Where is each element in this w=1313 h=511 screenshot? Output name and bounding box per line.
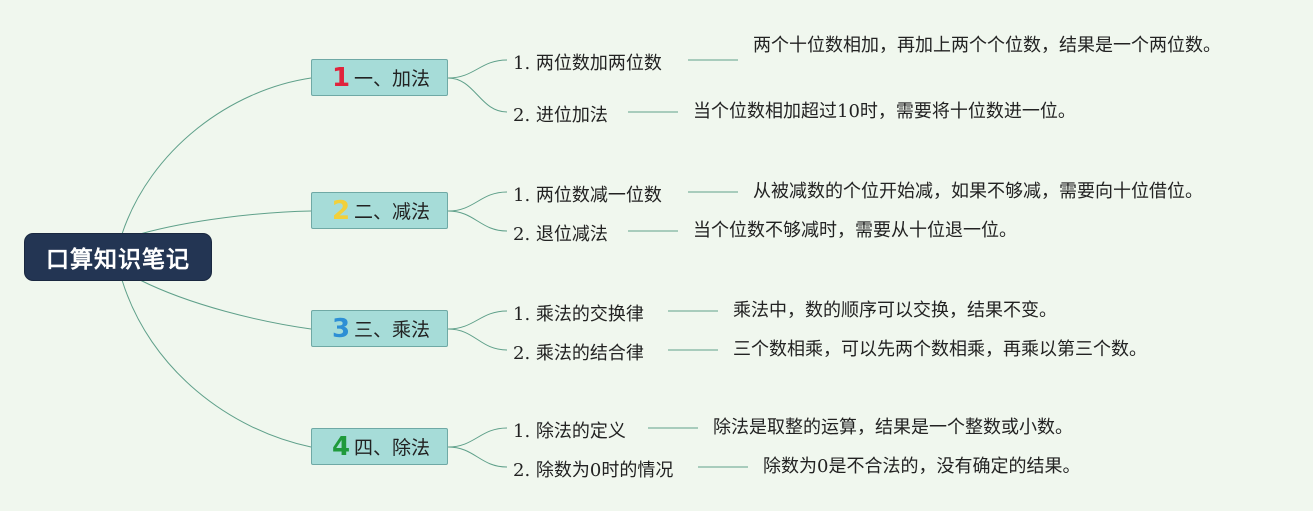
root-to-topic-3-line: [139, 279, 312, 330]
subtopic-description: 除数为0是不合法的，没有确定的结果。: [763, 456, 1081, 477]
subtopic-description: 三个数相乘，可以先两个数相乘，再乘以第三个数。: [733, 339, 1147, 360]
subtopic-description: 从被减数的个位开始减，如果不够减，需要向十位借位。: [753, 181, 1203, 202]
subtopic-label[interactable]: 2. 乘法的结合律: [513, 343, 644, 364]
topic-label: 四、除法: [354, 437, 431, 459]
subtopic-label[interactable]: 2. 除数为0时的情况: [513, 460, 674, 481]
number-2-icon: 2: [332, 195, 351, 226]
subtopic-label[interactable]: 1. 两位数加两位数: [513, 53, 662, 74]
topic-addition[interactable]: 1 一、加法: [311, 59, 448, 96]
subtopic-label[interactable]: 1. 两位数减一位数: [513, 185, 662, 206]
topic-1-branch-2-line: [447, 77, 508, 113]
root-to-topic-4-line: [121, 279, 312, 448]
number-3-icon: 3: [332, 313, 351, 344]
subtopic-label[interactable]: 1. 除法的定义: [513, 421, 626, 442]
subtopic-label[interactable]: 2. 进位加法: [513, 105, 608, 126]
topic-2-branch-1-line: [447, 191, 508, 212]
topic-label: 一、加法: [354, 68, 431, 90]
topic-division[interactable]: 4 四、除法: [311, 428, 448, 465]
subtopic-description: 当个位数相加超过10时，需要将十位数进一位。: [693, 101, 1076, 122]
subtopic-label[interactable]: 1. 乘法的交换律: [513, 304, 644, 325]
number-4-icon: 4: [332, 431, 351, 462]
topic-3-branch-1-line: [447, 310, 508, 330]
topic-1-branch-1-line: [447, 59, 508, 79]
topic-4-branch-1-line: [447, 427, 508, 448]
root-node[interactable]: 口算知识笔记: [25, 234, 211, 280]
number-1-icon: 1: [332, 62, 351, 93]
subtopic-description: 两个十位数相加，再加上两个个位数，结果是一个两位数。: [753, 35, 1221, 56]
subtopic-description: 当个位数不够减时，需要从十位退一位。: [693, 220, 1017, 241]
topic-label: 三、乘法: [354, 319, 431, 341]
root-to-topic-1-line: [121, 77, 312, 235]
topic-3-branch-2-line: [447, 328, 508, 351]
topic-multiplication[interactable]: 3 三、乘法: [311, 310, 448, 347]
topic-2-branch-2-line: [447, 210, 508, 232]
topic-4-branch-2-line: [447, 446, 508, 468]
root-to-topic-2-line: [139, 210, 312, 235]
topic-label: 二、减法: [354, 201, 431, 223]
subtopic-description: 除法是取整的运算，结果是一个整数或小数。: [713, 417, 1073, 438]
subtopic-label[interactable]: 2. 退位减法: [513, 224, 608, 245]
subtopic-description: 乘法中，数的顺序可以交换，结果不变。: [733, 300, 1057, 321]
root-title: 口算知识笔记: [46, 247, 190, 273]
topic-subtraction[interactable]: 2 二、减法: [311, 192, 448, 229]
